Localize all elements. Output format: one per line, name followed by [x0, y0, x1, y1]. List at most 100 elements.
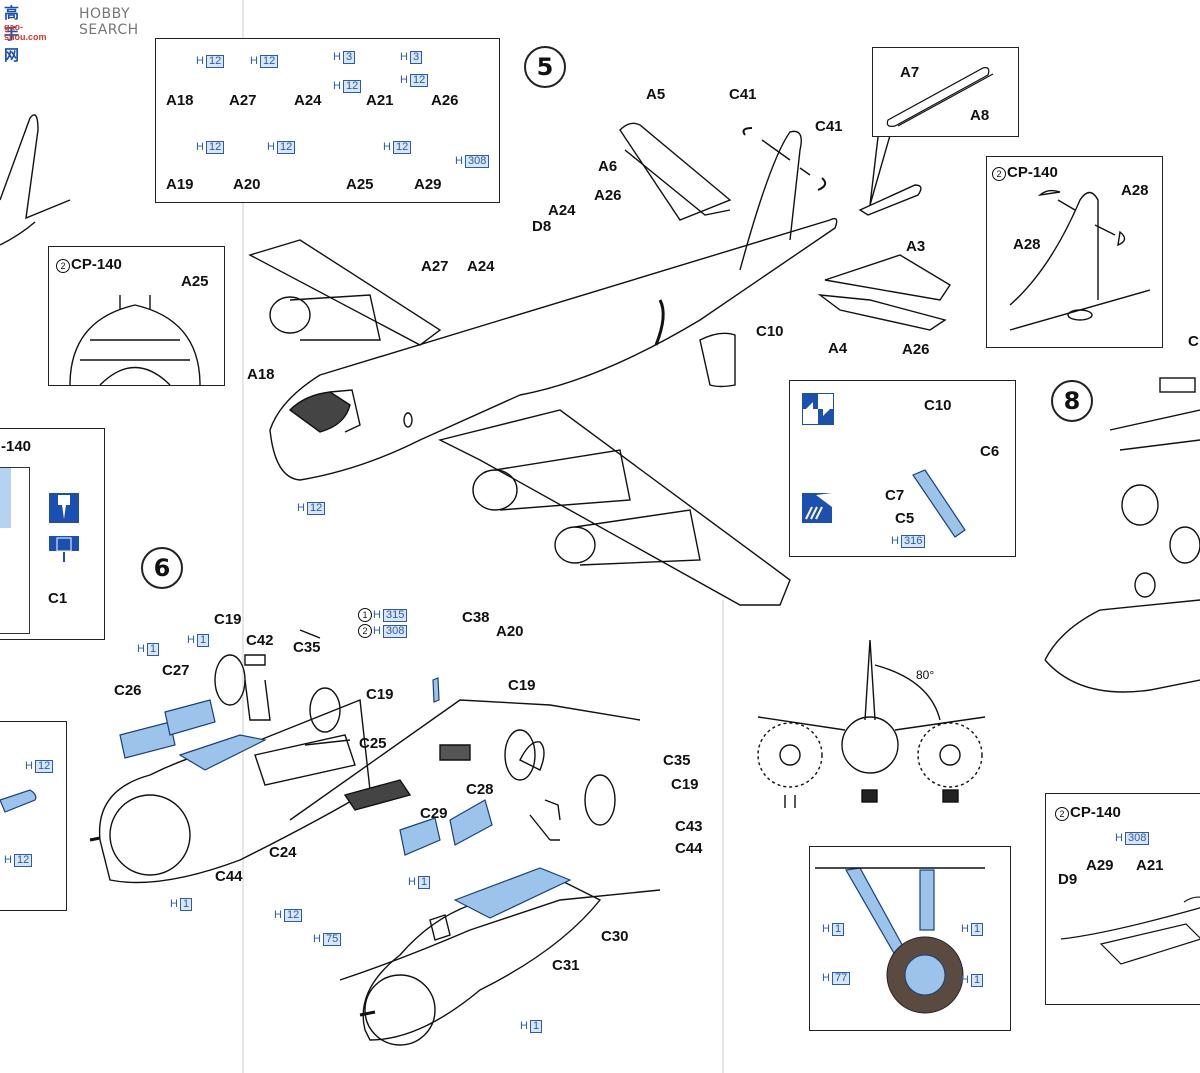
label-c28: C28: [466, 781, 494, 798]
part-label-a27: A27: [229, 92, 257, 109]
label-c19-d: C19: [671, 776, 699, 793]
label-c5: C5: [895, 510, 915, 527]
label-c26: C26: [114, 682, 142, 699]
watermark-brand-cn: 高手网: [4, 4, 20, 64]
label-c19-b: C19: [366, 686, 394, 703]
label-c10: C10: [756, 323, 784, 340]
watermark-brand-en: HOBBY SEARCH: [79, 6, 139, 38]
label-c27: C27: [162, 662, 190, 679]
main-wheel-hub: [904, 954, 946, 996]
label-d8: D8: [532, 218, 552, 235]
label-c-partial: C: [1188, 333, 1199, 350]
label-a27: A27: [421, 258, 449, 275]
label-c29: C29: [420, 805, 448, 822]
part-label-a24: A24: [294, 92, 322, 109]
label-c41-a: C41: [729, 86, 757, 103]
label-c42: C42: [246, 632, 274, 649]
label-a5: A5: [646, 86, 666, 103]
cp140-fuselage-top-art: [1060, 896, 1200, 965]
step-number-8: 8: [1051, 380, 1093, 422]
label-a21-antenna: A21: [1136, 857, 1164, 874]
label-c19-a: C19: [214, 611, 242, 628]
label-a28-left: A28: [1013, 236, 1041, 253]
label-a4: A4: [828, 340, 848, 357]
label-a24-upper: A24: [548, 202, 576, 219]
part-label-a18: A18: [166, 92, 194, 109]
part-label-a19: A19: [166, 176, 194, 193]
label-c24: C24: [269, 844, 297, 861]
label-a8: A8: [970, 107, 990, 124]
callout-a7-a8: A7 A8: [872, 47, 1019, 137]
label-c44-a: C44: [215, 868, 243, 885]
label-c19-c: C19: [508, 677, 536, 694]
step8-wing-art: [1109, 409, 1200, 451]
part-label-a29: A29: [414, 176, 442, 193]
watermark-site: gao-shou.com: [4, 22, 47, 42]
step-number-5: 5: [524, 46, 566, 88]
part-label-a26: A26: [431, 92, 459, 109]
fold-arrows-icon: [802, 393, 834, 425]
hole-panel: [0, 467, 30, 634]
p3-fuselage-art: [248, 122, 951, 606]
label-a25: A25: [181, 273, 209, 290]
cut-icon: [802, 493, 832, 523]
label-c44-b: C44: [675, 840, 703, 857]
cockpit-dome-art: [69, 304, 201, 386]
part-c28: [449, 799, 493, 846]
step6-right-engine-art: [359, 879, 602, 1046]
label-c35-a: C35: [293, 639, 321, 656]
label-a6: A6: [598, 158, 618, 175]
drill-through-icon: [49, 536, 79, 566]
label-c25: C25: [359, 735, 387, 752]
label-c41-b: C41: [815, 118, 843, 135]
antenna-tubes-art: [886, 67, 994, 127]
partial-tail-art: [0, 114, 71, 220]
label-a26: A26: [902, 341, 930, 358]
front-view-art: [757, 639, 986, 808]
label-a20: A20: [496, 623, 524, 640]
label-c6: C6: [980, 443, 1000, 460]
step-number-6: 6: [141, 547, 183, 589]
part-label-a25: A25: [346, 176, 374, 193]
label-c10-ladder: C10: [924, 397, 952, 414]
tail-angle-label: 80°: [916, 668, 935, 682]
label-a7: A7: [900, 64, 920, 81]
label-d9: D9: [1058, 871, 1078, 888]
part-ladder: [912, 469, 966, 538]
part-c38: [432, 677, 440, 703]
label-a24: A24: [467, 258, 495, 275]
label-c7: C7: [885, 487, 905, 504]
part-pod-left: [0, 789, 37, 813]
label-c43: C43: [675, 818, 703, 835]
label-a26-upper: A26: [594, 187, 622, 204]
label-a3: A3: [906, 238, 926, 255]
label-c38: C38: [462, 609, 490, 626]
label-c1: C1: [48, 590, 68, 607]
drill-icon: [49, 493, 79, 523]
